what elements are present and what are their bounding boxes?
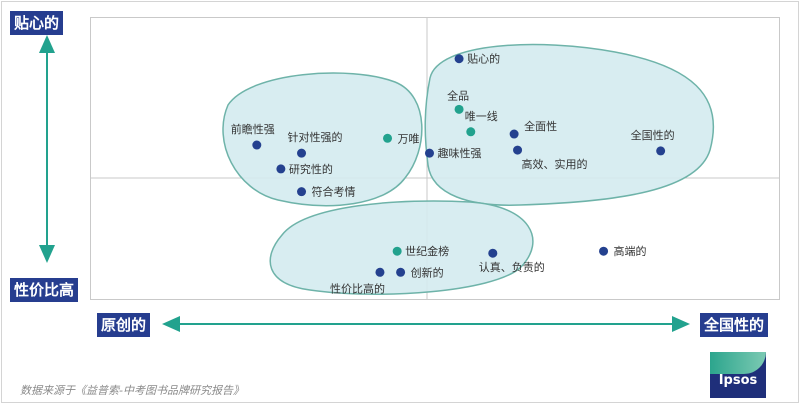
data-point [454,54,464,64]
data-point [488,248,498,258]
data-point-label: 全品 [447,88,469,102]
data-point [297,187,307,197]
plot-area [90,17,780,300]
y-axis-top-label: 贴心的 [10,11,64,35]
data-point-label: 万唯 [398,132,420,145]
data-point [424,148,434,158]
cluster-regions [222,43,715,295]
x-axis-right-label: 全国性的 [700,313,769,337]
cluster-left [222,72,423,207]
logo-swoosh [710,352,766,374]
data-point [466,127,476,137]
logo-text: Ipsos [718,373,758,388]
data-point [375,267,385,277]
ipsos-logo: Ipsos [710,352,766,398]
data-point-label: 认真、负责的 [479,260,545,274]
data-point [276,164,286,174]
chart-frame [1,1,799,403]
data-point [656,146,666,156]
data-point [599,246,609,256]
data-point-label: 高效、实用的 [522,157,588,171]
data-point-label: 高端的 [614,244,647,258]
data-point-label: 贴心的 [467,52,500,66]
x-axis-left-label: 原创的 [97,313,151,337]
data-point [392,246,402,256]
data-point [252,140,262,150]
data-point-label: 全面性 [524,119,557,133]
data-point [297,148,307,158]
data-point-label: 性价比高的 [330,281,385,295]
data-point [513,145,523,155]
data-point-label: 唯一线 [465,109,498,123]
source-note: 数据来源于《益普索-中考图书品牌研究报告》 [20,384,244,397]
cluster-right [424,43,715,206]
data-point [396,267,406,277]
data-point-label: 前瞻性强 [231,122,275,136]
data-point-label: 针对性强的 [288,130,343,144]
data-point-label: 研究性的 [289,162,333,176]
y-axis-bottom-label: 性价比高 [10,278,79,302]
data-point-label: 创新的 [411,265,444,279]
data-point [509,129,519,139]
data-point-label: 符合考情 [312,185,356,199]
data-point-label: 全国性的 [631,128,675,142]
data-point [383,133,393,143]
data-point [454,104,464,114]
cluster-bottom [269,200,534,295]
data-point-label: 世纪金榜 [405,244,449,258]
data-point-label: 趣味性强 [437,146,481,160]
